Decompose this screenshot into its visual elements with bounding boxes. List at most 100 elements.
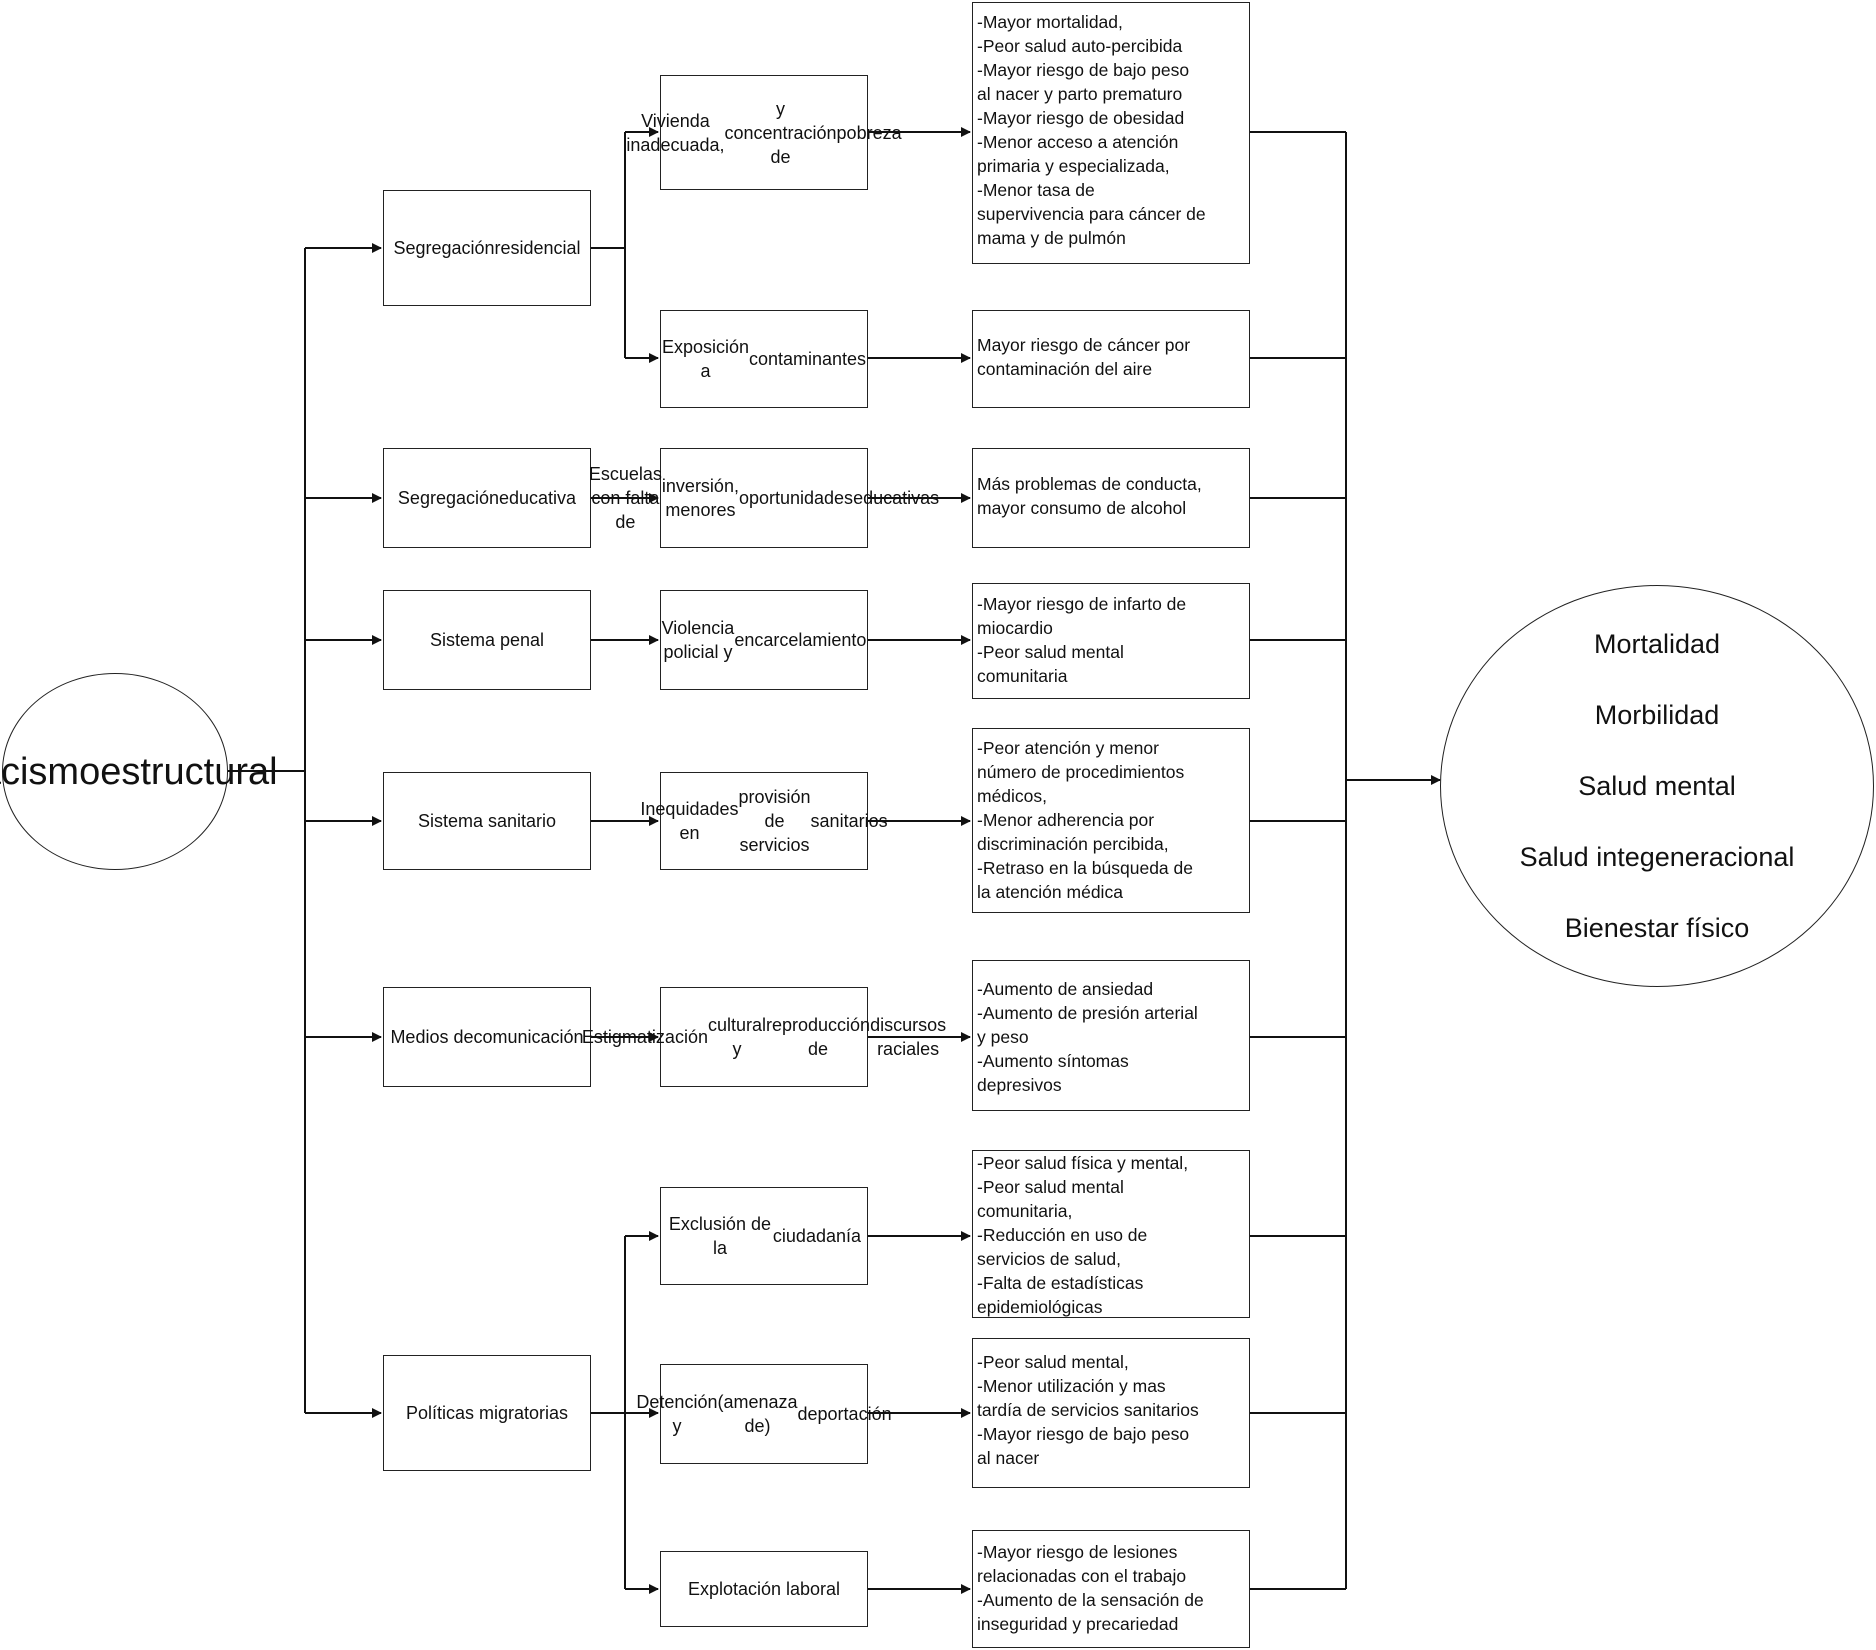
effect-line: comunitaria, (977, 1201, 1073, 1221)
effect-line: depresivos (977, 1075, 1062, 1095)
outcomes-ellipse: Mortalidad Morbilidad Salud mental Salud… (1440, 585, 1874, 987)
mechanism-exclusion-ciudadania: Exclusión de la ciudadanía (660, 1187, 868, 1285)
mechanism-line: pobreza (836, 122, 902, 143)
mechanism-line: inversión, menores (661, 476, 739, 520)
effect-line: -Aumento síntomas (977, 1051, 1129, 1071)
mechanism-violencia-policial: Violencia policial y encarcelamiento (660, 590, 868, 690)
effect-box-violencia-policial: -Mayor riesgo de infarto de miocardio -P… (972, 583, 1250, 699)
effect-line: y peso (977, 1027, 1029, 1047)
category-line: educativa (499, 487, 577, 508)
effect-box-estigmatizacion: -Aumento de ansiedad -Aumento de presión… (972, 960, 1250, 1111)
outcome-mortalidad: Mortalidad (1593, 628, 1721, 659)
effect-line: -Aumento de la sensación de (977, 1590, 1204, 1610)
effect-line: al nacer (977, 1448, 1040, 1468)
mechanism-line: y concentración de (724, 98, 837, 167)
effect-line: -Menor utilización y mas (977, 1376, 1166, 1396)
category-line: Políticas migratorias (405, 1402, 569, 1423)
mechanism-line: encarcelamiento (734, 630, 867, 650)
effect-line: mama y de pulmón (977, 228, 1126, 248)
mechanism-line: deportación (797, 1404, 892, 1424)
effect-line: -Peor salud mental (977, 642, 1124, 662)
mechanism-inequidades-servicios: Inequidades en provisión de servicios sa… (640, 772, 888, 870)
effect-line: -Aumento de ansiedad (977, 979, 1154, 999)
category-segregacion-residencial: Segregación residencial (383, 190, 591, 306)
outcome-salud-integeneracional: Salud integeneracional (1519, 841, 1795, 872)
effect-line: -Peor salud mental, (977, 1352, 1129, 1372)
effect-line: discriminación percibida, (977, 834, 1169, 854)
mechanism-exposicion-contaminantes: Exposición a contaminantes (660, 310, 868, 408)
effect-box-detencion: -Peor salud mental, -Menor utilización y… (972, 1338, 1250, 1488)
effect-line: mayor consumo de alcohol (977, 498, 1187, 518)
effect-line: inseguridad y precariedad (977, 1614, 1179, 1634)
category-segregacion-educativa: Segregación educativa (383, 448, 591, 548)
category-politicas-migratorias: Políticas migratorias (383, 1355, 591, 1471)
mechanism-line: Detención y (636, 1392, 718, 1436)
category-line: Medios de (390, 1026, 474, 1047)
effect-line: -Menor acceso a atención (977, 132, 1179, 152)
mechanism-line: educativas (853, 488, 940, 508)
category-sistema-penal: Sistema penal (383, 590, 591, 690)
effect-line: Mayor riesgo de cáncer por (977, 335, 1191, 355)
mechanism-line: Violencia policial y (661, 618, 735, 662)
effect-line: la atención médica (977, 882, 1123, 902)
mechanism-line: Explotación laboral (687, 1579, 841, 1599)
category-line: Sistema sanitario (417, 810, 557, 831)
mechanism-line: sanitarios (810, 811, 888, 831)
effect-box-escuelas: Más problemas de conducta, mayor consumo… (972, 448, 1250, 548)
mechanism-line: Escuelas con falta de (588, 464, 662, 532)
category-medios-de-comunicacion: Medios de comunicación (383, 987, 591, 1087)
mechanism-line: contaminantes (748, 349, 867, 369)
effect-line: -Peor salud mental (977, 1177, 1124, 1197)
effect-line: médicos, (977, 786, 1048, 806)
category-line: Sistema penal (429, 629, 545, 650)
mechanism-line: Exposición a (661, 337, 749, 381)
mechanism-estigmatizacion-cultural: Estigmatización cultural y reproducción … (582, 987, 946, 1087)
effect-line: -Reducción en uso de (977, 1225, 1148, 1245)
effect-line: -Retraso en la búsqueda de (977, 858, 1193, 878)
category-line: Segregación (397, 487, 499, 508)
effect-line: tardía de servicios sanitarios (977, 1400, 1199, 1420)
effect-box-vivienda: -Mayor mortalidad, -Peor salud auto-perc… (972, 2, 1250, 264)
effect-line: número de procedimientos (977, 762, 1185, 782)
effect-line: -Mayor riesgo de lesiones (977, 1542, 1178, 1562)
effect-line: servicios de salud, (977, 1249, 1121, 1269)
outcome-salud-mental: Salud mental (1578, 770, 1736, 801)
category-line: Segregación (393, 237, 495, 258)
effect-line: -Aumento de presión arterial (977, 1003, 1198, 1023)
effect-line: al nacer y parto prematuro (977, 84, 1183, 104)
effect-line: -Mayor riesgo de bajo peso (977, 60, 1190, 80)
category-line: comunicación (473, 1026, 584, 1047)
effect-line: comunitaria (977, 666, 1068, 686)
mechanism-line: cultural y (707, 1015, 766, 1059)
effect-box-explotacion: -Mayor riesgo de lesiones relacionadas c… (972, 1530, 1250, 1648)
category-sistema-sanitario: Sistema sanitario (383, 772, 591, 870)
mechanism-line: provisión de servicios (738, 787, 811, 855)
effect-line: -Menor tasa de (977, 180, 1095, 200)
effect-box-contaminantes: Mayor riesgo de cáncer por contaminación… (972, 310, 1250, 408)
mechanism-explotacion-laboral: Explotación laboral (660, 1551, 868, 1627)
effect-line: -Peor salud física y mental, (977, 1153, 1189, 1173)
outcome-bienestar-fisico: Bienestar físico (1564, 912, 1750, 943)
root-node-racismo-estructural: Racismo estructural (0, 673, 278, 870)
root-line: Racismo (0, 750, 101, 793)
effect-line: Más problemas de conducta, (977, 474, 1202, 494)
effect-line: miocardio (977, 618, 1053, 638)
mechanism-detencion-deportacion: Detención y (amenaza de) deportación (636, 1364, 892, 1464)
effect-line: -Menor adherencia por (977, 810, 1155, 830)
outcome-morbilidad: Morbilidad (1594, 699, 1720, 730)
effect-line: -Mayor mortalidad, (977, 12, 1123, 32)
mechanism-line: Vivienda inadecuada, (626, 110, 725, 155)
category-line: residencial (494, 237, 581, 258)
mechanism-line: oportunidades (738, 488, 854, 508)
effect-line: -Peor atención y menor (977, 738, 1159, 758)
mechanism-line: reproducción de (766, 1015, 871, 1059)
root-line: estructural (100, 750, 278, 793)
effect-box-inequidades: -Peor atención y menor número de procedi… (972, 728, 1250, 913)
mechanism-line: Estigmatización (581, 1027, 708, 1047)
effect-line: supervivencia para cáncer de (977, 204, 1206, 224)
effect-line: relacionadas con el trabajo (977, 1566, 1187, 1586)
effect-line: primaria y especializada, (977, 156, 1170, 176)
mechanism-escuelas-falta-inversion: Escuelas con falta de inversión, menores… (589, 448, 939, 548)
